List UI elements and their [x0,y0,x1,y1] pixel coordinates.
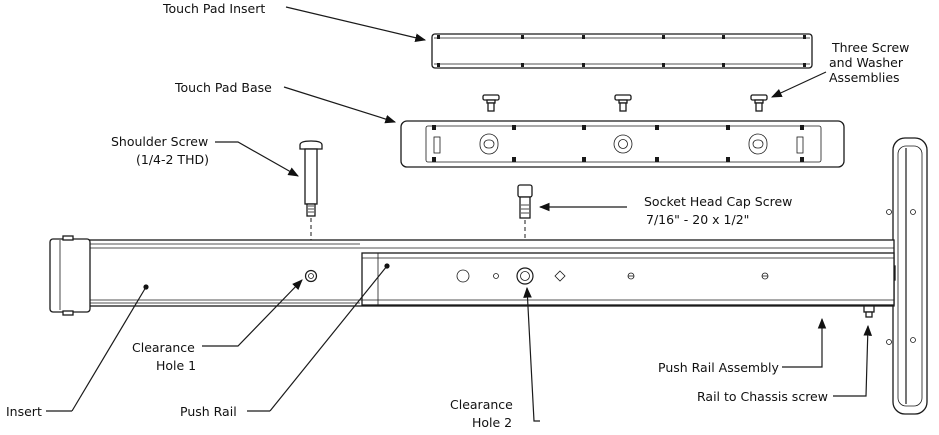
label-socket-screw-2: 7/16" - 20 x 1/2" [646,212,749,227]
label-rail-to-chassis: Rail to Chassis screw [697,389,828,404]
label-clearance-hole-1b: Hole 1 [156,358,196,373]
touch-pad-insert-part [431,33,813,69]
label-three-screw-2: and Washer [829,55,904,70]
label-touch-pad-base: Touch Pad Base [174,80,272,95]
small-screw-2 [614,94,632,112]
leader-shoulder-screw [215,141,299,177]
shoulder-screw-part [299,140,323,217]
socket-head-cap-screw-part [517,184,533,219]
insert-part [49,235,91,316]
leader-clearance-hole-2 [523,286,540,422]
leader-insert [71,286,147,412]
label-three-screw-1: Three Screw [831,40,909,55]
label-push-rail-assembly: Push Rail Assembly [658,360,779,375]
small-screw-3 [750,94,768,112]
leader-rail-to-chassis [833,324,873,397]
leader-clearance-hole-1 [202,279,303,347]
small-screw-1 [482,94,500,112]
leader-touch-pad-insert [285,6,427,42]
label-touch-pad-insert: Touch Pad Insert [162,1,265,16]
leader-three-screw [771,71,827,98]
three-screw-washer-assemblies [482,94,768,112]
label-shoulder-screw-1: Shoulder Screw [111,134,208,149]
label-three-screw-3: Assemblies [829,70,900,85]
leader-push-rail-assembly [782,317,827,368]
label-clearance-hole-2a: Clearance [450,397,513,412]
label-socket-screw-1: Socket Head Cap Screw [644,194,792,209]
label-push-rail: Push Rail [180,404,237,419]
label-insert: Insert [6,404,42,419]
label-clearance-hole-2b: Hole 2 [472,415,512,430]
label-shoulder-screw-2: (1/4-2 THD) [136,152,209,167]
leader-push-rail [269,265,388,412]
push-rail-part [304,252,895,306]
leader-touch-pad-base [283,86,397,124]
label-clearance-hole-1a: Clearance [132,340,195,355]
touch-pad-base-part [400,120,845,168]
